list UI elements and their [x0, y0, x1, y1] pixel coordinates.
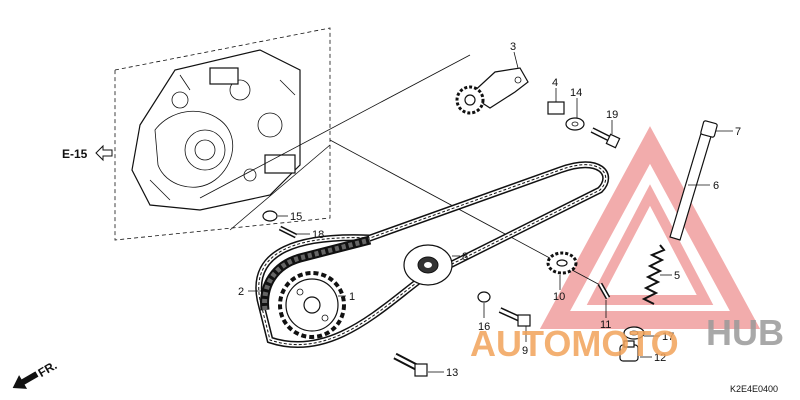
callout-8: 8: [462, 251, 468, 263]
callout-11: 11: [600, 319, 611, 331]
guide-roller: [403, 244, 453, 286]
drive-chain-segment: [260, 235, 372, 311]
sprocket-bolt: [393, 352, 428, 377]
roller-gear: [546, 251, 578, 275]
bolt-part: [590, 127, 621, 149]
arrow-left-icon: [95, 144, 113, 162]
callout-15: 15: [290, 211, 302, 223]
watermark-word1: AUTOMOTO: [470, 323, 679, 364]
drawing-code: K2E4E0400: [730, 384, 778, 394]
section-ref[interactable]: E-15: [62, 144, 113, 162]
callout-13: 13: [446, 367, 458, 379]
plug-washer-set: [619, 326, 645, 362]
callout-14: 14: [570, 87, 582, 99]
case-bolt-set: [262, 210, 298, 239]
callout-10: 10: [553, 291, 565, 303]
leader-lines: [248, 51, 733, 373]
callout-9: 9: [522, 345, 528, 357]
callout-4: 4: [552, 77, 558, 89]
callout-18: 18: [312, 229, 324, 241]
collar-part: [547, 101, 585, 131]
callout-19: 19: [606, 109, 618, 121]
direction-label: FR.: [36, 358, 60, 380]
watermark-text: AUTOMOTO HUB: [470, 312, 784, 364]
callout-17: 17: [662, 331, 674, 343]
callout-numbers: 1 2 3 4 5 6 7 8 9 10 11 12 13 14 15 16 1…: [238, 41, 741, 379]
sprocket-gear: [278, 271, 346, 339]
watermark-logo: [539, 126, 761, 329]
callout-16: 16: [478, 321, 490, 333]
callout-5: 5: [674, 270, 680, 282]
spring-part: [641, 244, 666, 305]
small-bolt: [597, 282, 611, 300]
watermark-word2: HUB: [706, 312, 784, 353]
tensioner-arm: [455, 67, 529, 115]
callout-2: 2: [238, 286, 244, 298]
callout-6: 6: [713, 180, 719, 192]
engine-case-group: [114, 27, 601, 286]
callout-1: 1: [349, 291, 355, 303]
section-ref-label: E-15: [62, 147, 88, 161]
arrow-front-icon: [12, 371, 39, 389]
callout-7: 7: [735, 126, 741, 138]
direction-indicator: FR.: [12, 358, 60, 389]
callout-12: 12: [654, 352, 666, 364]
bolt-washer-set: [477, 291, 531, 327]
cam-chain: [255, 161, 610, 349]
callout-3: 3: [510, 41, 516, 53]
